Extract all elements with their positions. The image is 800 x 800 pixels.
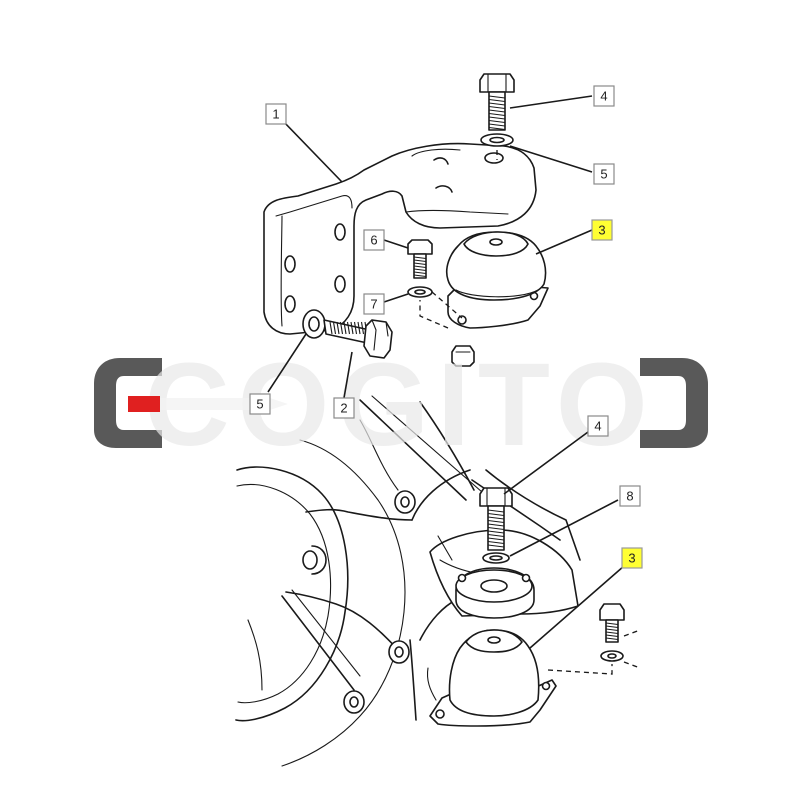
callout-7: 7 [363, 293, 385, 315]
small-bolt-lower-right [599, 603, 625, 643]
svg-text:4: 4 [600, 89, 607, 104]
callout-6: 6 [363, 229, 385, 251]
svg-text:8: 8 [626, 489, 633, 504]
svg-text:3: 3 [628, 551, 635, 566]
watermark: COGITO [94, 339, 708, 471]
callout-5-upper: 5 [593, 163, 615, 185]
svg-text:4: 4 [594, 419, 601, 434]
bolt-2 [323, 319, 393, 359]
leader-lines [267, 95, 625, 649]
svg-text:3: 3 [598, 223, 605, 238]
svg-text:5: 5 [600, 167, 607, 182]
washer-7 [407, 286, 433, 298]
svg-text:6: 6 [370, 233, 377, 248]
callouts: 1 2 3 3 4 4 5 5 6 7 8 [249, 85, 643, 569]
callout-5-lower: 5 [249, 393, 271, 415]
lower-bolt [479, 487, 513, 564]
upper-bolt [479, 73, 515, 147]
callout-8: 8 [619, 485, 641, 507]
watermark-arrow [128, 396, 160, 412]
svg-text:1: 1 [272, 107, 279, 122]
engine-mount-bracket [263, 142, 537, 335]
callout-4-lower: 4 [587, 415, 609, 437]
callout-1: 1 [265, 103, 287, 125]
callout-3-upper: 3 [591, 219, 613, 241]
watermark-left-bracket [94, 358, 162, 448]
lower-rubber-mount [429, 629, 557, 727]
svg-text:5: 5 [256, 397, 263, 412]
upper-rubber-mount [445, 231, 549, 367]
callout-2: 2 [333, 397, 355, 419]
svg-text:2: 2 [340, 401, 347, 416]
small-bolt-6 [407, 239, 433, 279]
lower-spacer [455, 567, 535, 619]
washer-lower-right [600, 650, 624, 662]
callout-4-upper: 4 [593, 85, 615, 107]
callout-3-lower: 3 [621, 547, 643, 569]
assembly-lines [419, 150, 641, 675]
svg-text:7: 7 [370, 297, 377, 312]
watermark-right-bracket [640, 358, 708, 448]
washer-5 [302, 309, 326, 339]
